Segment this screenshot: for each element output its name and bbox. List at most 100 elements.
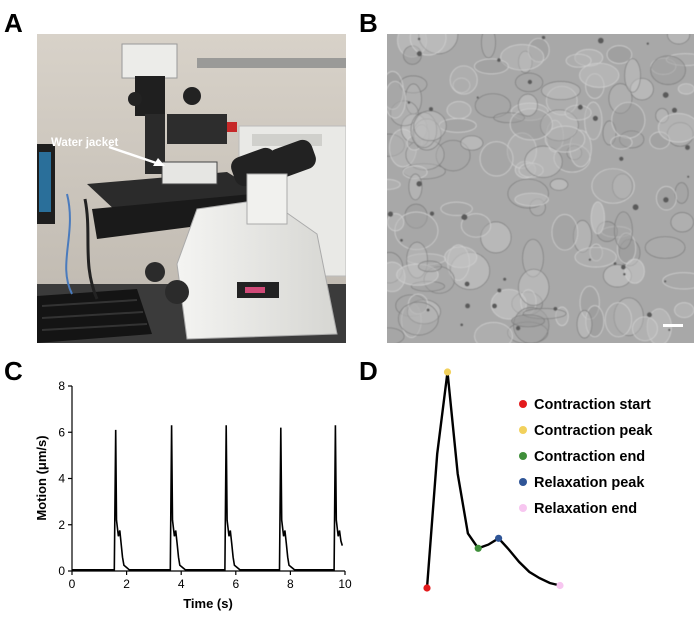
cell-particle xyxy=(672,107,677,113)
cell-blob xyxy=(490,288,527,320)
cell-blob xyxy=(606,45,633,64)
cell-blob xyxy=(549,178,569,191)
beat-waveform-line xyxy=(425,371,561,589)
cell-particle xyxy=(619,156,624,161)
cell-blob xyxy=(408,173,423,201)
cell-particle xyxy=(429,107,433,112)
cell-particle xyxy=(553,307,558,311)
legend-swatch-contraction-start xyxy=(519,400,527,408)
cell-blob xyxy=(446,101,472,120)
x-tick-label: 0 xyxy=(69,577,76,591)
cell-particle xyxy=(668,328,671,332)
cell-blob xyxy=(387,327,405,343)
arrow-head-icon xyxy=(153,158,165,166)
cell-particle xyxy=(465,303,470,309)
marker-contraction-peak xyxy=(443,368,452,376)
cell-particle xyxy=(387,211,394,217)
cell-blob xyxy=(574,246,617,268)
marker-contraction-end xyxy=(474,544,482,552)
cell-blob xyxy=(611,101,646,139)
y-tick-label: 8 xyxy=(58,380,65,393)
cell-blob xyxy=(460,135,484,151)
cell-blob xyxy=(667,34,691,45)
cell-particle xyxy=(461,214,468,221)
cell-particle xyxy=(598,37,604,44)
cell-blob xyxy=(564,104,592,121)
x-tick-label: 2 xyxy=(123,577,130,591)
cell-blob xyxy=(500,44,545,71)
cell-blob xyxy=(474,93,511,118)
cell-blob xyxy=(449,65,478,95)
cell-blob xyxy=(413,110,447,142)
cell-particle xyxy=(429,211,435,216)
x-tick-label: 8 xyxy=(287,577,294,591)
cell-blob xyxy=(511,314,545,328)
cell-blob xyxy=(474,58,509,75)
x-tick-label: 4 xyxy=(178,577,185,591)
cell-blob xyxy=(541,81,581,101)
cell-particle xyxy=(503,277,507,281)
x-tick-label: 10 xyxy=(338,577,352,591)
cell-blob xyxy=(551,214,579,251)
water-jacket-label: Water jacket xyxy=(51,137,118,149)
cell-particle xyxy=(497,58,501,62)
panel-label-d: D xyxy=(359,356,378,386)
y-tick-label: 6 xyxy=(58,425,65,439)
legend-label-contraction-peak: Contraction peak xyxy=(534,423,653,439)
x-axis-label: Time (s) xyxy=(183,596,233,611)
cell-blob xyxy=(444,246,478,269)
marker-relaxation-peak xyxy=(495,534,503,542)
marker-relaxation-end xyxy=(556,581,564,590)
legend-label-relaxation-end: Relaxation end xyxy=(534,501,637,517)
cell-blob xyxy=(650,55,686,85)
cell-blob xyxy=(614,211,633,250)
y-axis-label: Motion (μm/s) xyxy=(34,435,49,520)
legend-swatch-relaxation-peak xyxy=(519,478,527,486)
cell-blob xyxy=(417,260,442,272)
legend-swatch-contraction-end xyxy=(519,452,527,460)
cell-blob xyxy=(460,213,492,238)
legend-label-contraction-end: Contraction end xyxy=(534,449,645,465)
x-tick-label: 6 xyxy=(232,577,239,591)
panel-label-b: B xyxy=(359,8,378,38)
cell-particle xyxy=(417,37,421,41)
cell-blob xyxy=(517,93,538,117)
cell-particle xyxy=(515,326,521,331)
cell-particle xyxy=(416,181,422,187)
cell-blob xyxy=(632,316,658,342)
cell-particle xyxy=(613,262,617,265)
cell-blob xyxy=(481,34,496,59)
cell-blob xyxy=(387,179,401,190)
y-tick-label: 0 xyxy=(58,564,65,578)
cell-particle xyxy=(592,115,598,121)
legend-swatch-contraction-peak xyxy=(519,426,527,434)
cell-particle xyxy=(492,303,497,309)
cell-particle xyxy=(588,258,592,261)
cell-particle xyxy=(497,288,502,293)
cell-particle xyxy=(646,42,649,45)
marker-contraction-start xyxy=(423,584,431,592)
cell-particle xyxy=(416,51,422,57)
cell-particle xyxy=(663,197,669,203)
panel-label-a: A xyxy=(4,8,23,38)
panel-label-c: C xyxy=(4,356,23,386)
cell-particle xyxy=(407,101,411,104)
cell-blob xyxy=(677,83,694,95)
cell-blob xyxy=(670,212,694,233)
cell-blob xyxy=(440,201,473,216)
cell-particle xyxy=(647,312,652,318)
cell-particle xyxy=(527,79,533,85)
cell-blob xyxy=(657,113,694,143)
cell-blob xyxy=(565,53,592,68)
cell-blob xyxy=(387,213,405,232)
cell-particle xyxy=(464,281,470,287)
cell-particle xyxy=(687,175,690,178)
cell-particle xyxy=(460,323,463,327)
cell-blob xyxy=(544,125,586,153)
y-tick-label: 2 xyxy=(58,518,65,532)
cell-particle xyxy=(577,104,583,110)
cell-particle xyxy=(623,272,626,276)
cell-blob xyxy=(514,192,549,207)
cell-micrograph xyxy=(387,34,694,343)
